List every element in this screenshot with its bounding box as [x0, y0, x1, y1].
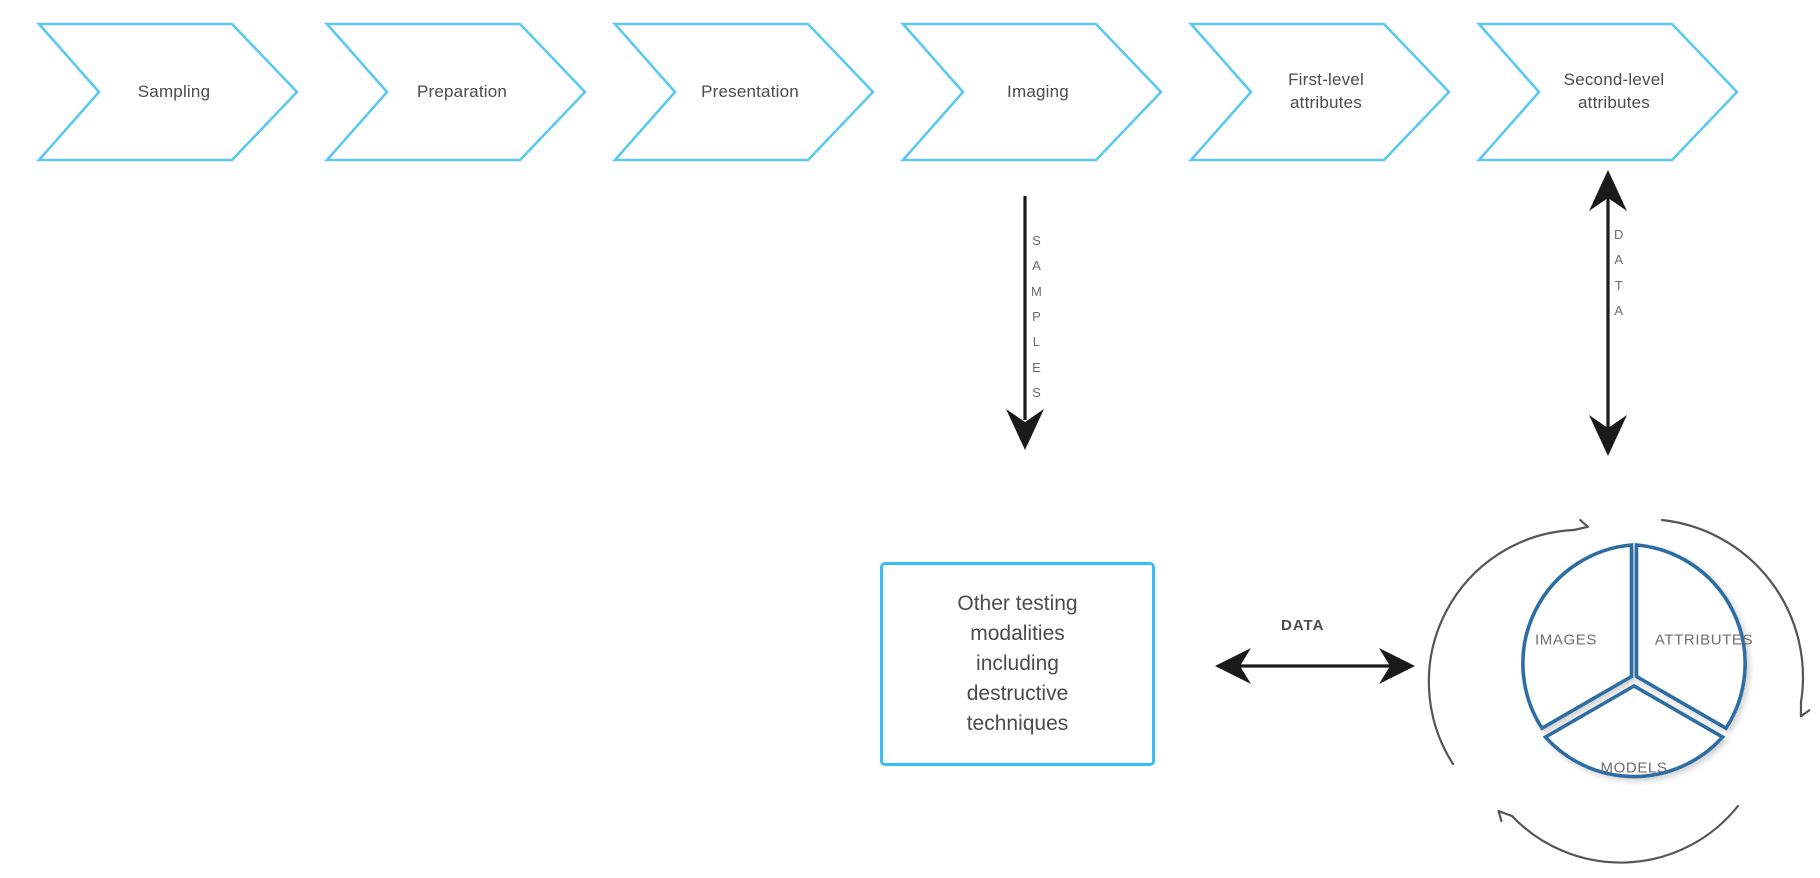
pipeline-chevron-row: Sampling Preparation Presentation Imagin…: [0, 0, 1820, 175]
pipeline-step-imaging[interactable]: Imaging: [900, 22, 1163, 162]
arrow-up-down-icon: [1589, 170, 1627, 456]
pipeline-step-label: Sampling: [137, 81, 211, 101]
chevron-shape-icon: [612, 22, 875, 162]
samples-arrow-label: S A M P L E S: [1031, 228, 1042, 405]
other-testing-modalities-text: Other testing modalities including destr…: [957, 592, 1078, 735]
pipeline-step-second-level-attributes[interactable]: Second-level attributes: [1476, 22, 1739, 162]
data-cycle-diagram: IMAGES ATTRIBUTES MODELS: [1427, 496, 1820, 868]
cycle-arrow-top-left: [1427, 518, 1590, 766]
samples-letter: P: [1032, 309, 1042, 325]
data-horizontal-arrow-label: DATA: [1281, 617, 1325, 634]
pipeline-step-label: Second-level attributes: [1563, 70, 1665, 112]
pipeline-step-label: Presentation: [701, 81, 799, 101]
samples-letter: E: [1032, 359, 1042, 375]
data-letter: T: [1614, 277, 1624, 293]
cycle-segment-label-models: MODELS: [1600, 759, 1668, 777]
pipeline-step-label: Preparation: [416, 81, 508, 101]
data-letter: A: [1614, 252, 1624, 268]
samples-letter: L: [1032, 334, 1041, 350]
samples-arrow: [1000, 196, 1050, 456]
pipeline-step-preparation[interactable]: Preparation: [324, 22, 587, 162]
chevron-shape-icon: [324, 22, 587, 162]
cycle-segment-attributes: [1634, 543, 1747, 731]
data-letter: A: [1614, 303, 1624, 319]
data-vertical-arrow: [1583, 170, 1633, 456]
cycle-segment-label-attributes: ATTRIBUTES: [1654, 631, 1754, 649]
cycle-arrow-bottom: [1497, 804, 1740, 864]
samples-letter: S: [1032, 385, 1042, 401]
samples-letter: S: [1032, 233, 1042, 248]
arrow-down-icon: [1006, 196, 1044, 450]
cycle-arrow-right: [1660, 518, 1811, 718]
cycle-segment-label-images: IMAGES: [1535, 631, 1597, 649]
data-letter: D: [1614, 227, 1624, 242]
cycle-segment-images: [1521, 543, 1634, 731]
chevron-shape-icon: [1188, 22, 1451, 162]
pipeline-step-first-level-attributes[interactable]: First-level attributes: [1188, 22, 1451, 162]
chevron-shape-icon: [36, 22, 299, 162]
arrow-left-right-icon: [1215, 648, 1415, 684]
three-segment-pie-icon: [1427, 518, 1811, 864]
cycle-segment-models: [1542, 683, 1726, 779]
data-vertical-arrow-label: D A T A: [1614, 222, 1624, 323]
chevron-shape-icon: [900, 22, 1163, 162]
samples-letter: A: [1032, 258, 1042, 274]
data-horizontal-arrow: [1215, 645, 1415, 687]
pipeline-step-presentation[interactable]: Presentation: [612, 22, 875, 162]
other-testing-modalities-box[interactable]: Other testing modalities including destr…: [880, 562, 1155, 766]
pipeline-step-label: First-level attributes: [1288, 70, 1364, 112]
samples-letter: M: [1031, 283, 1043, 299]
pipeline-step-sampling[interactable]: Sampling: [36, 22, 299, 162]
pipeline-step-label: Imaging: [1007, 81, 1069, 101]
chevron-shape-icon: [1476, 22, 1739, 162]
